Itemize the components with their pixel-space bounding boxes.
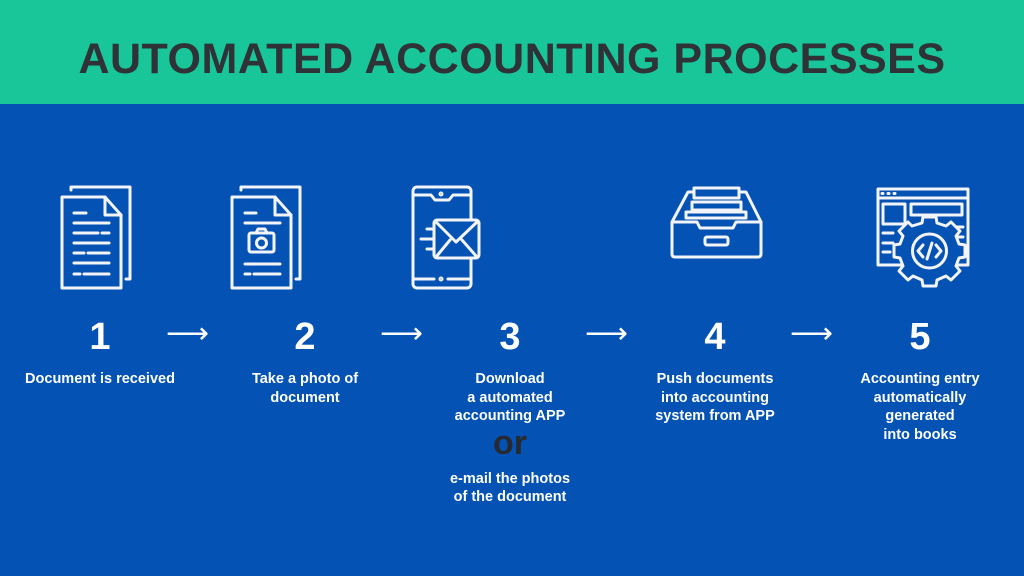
page-title: AUTOMATED ACCOUNTING PROCESSES (78, 34, 946, 83)
or-separator: or (493, 423, 527, 462)
step-4: 4 Push documents into accounting system … (615, 316, 815, 426)
step-number: 2 (294, 316, 316, 358)
step-5: 5 Accounting entry automatically generat… (820, 316, 1020, 444)
step-label: Push documents into accounting system fr… (655, 371, 775, 424)
step-label: Take a photo of document (251, 371, 359, 406)
step-alt-label: e-mail the photos of the document (449, 470, 571, 506)
arrow-right-icon: ⟶ (166, 317, 210, 350)
step-label: Download a automated accounting APP (454, 371, 566, 424)
step-number: 5 (909, 316, 931, 358)
arrow-right-icon: ⟶ (585, 317, 629, 350)
step-3: 3 Download a automated accounting APP or… (410, 316, 610, 507)
step-number: 3 (499, 316, 521, 358)
arrow-right-icon: ⟶ (790, 317, 834, 350)
step-label: Document is received (25, 371, 175, 387)
browser-gear-icon (876, 187, 970, 288)
step-number: 1 (89, 316, 111, 358)
document-icon (60, 185, 132, 290)
step-label: Accounting entry automatically generated… (860, 371, 980, 443)
document-camera-icon (230, 185, 302, 290)
step-number: 4 (704, 316, 726, 358)
step-2: 2 Take a photo of document (205, 316, 405, 407)
arrow-right-icon: ⟶ (380, 317, 424, 350)
step-1: 1 Document is received (0, 316, 200, 389)
header-banner: AUTOMATED ACCOUNTING PROCESSES (0, 0, 1024, 104)
file-drawer-icon (670, 186, 763, 259)
phone-email-icon (411, 185, 481, 290)
